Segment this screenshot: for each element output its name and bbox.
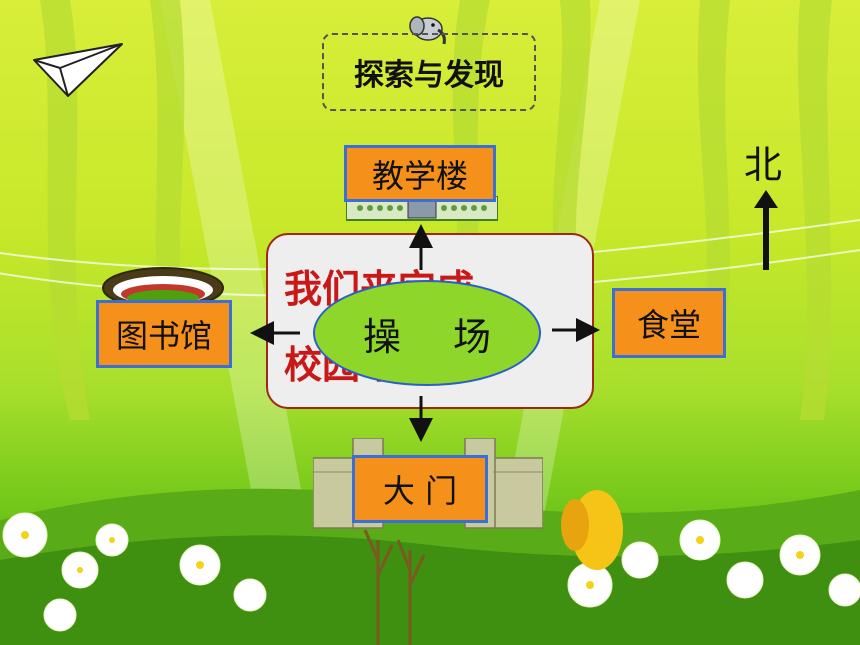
building-box-gate: 大 门	[352, 455, 488, 523]
paper-plane-icon	[33, 43, 123, 97]
page-title: 探索与发现	[322, 33, 536, 111]
building-box-canteen: 食堂	[612, 288, 726, 358]
building-box-library: 图书馆	[96, 300, 232, 368]
playground-oval: 操 场	[313, 280, 541, 386]
north-label: 北	[744, 143, 783, 187]
north-arrow-icon	[754, 190, 778, 270]
building-box-teaching: 教学楼	[344, 145, 496, 202]
